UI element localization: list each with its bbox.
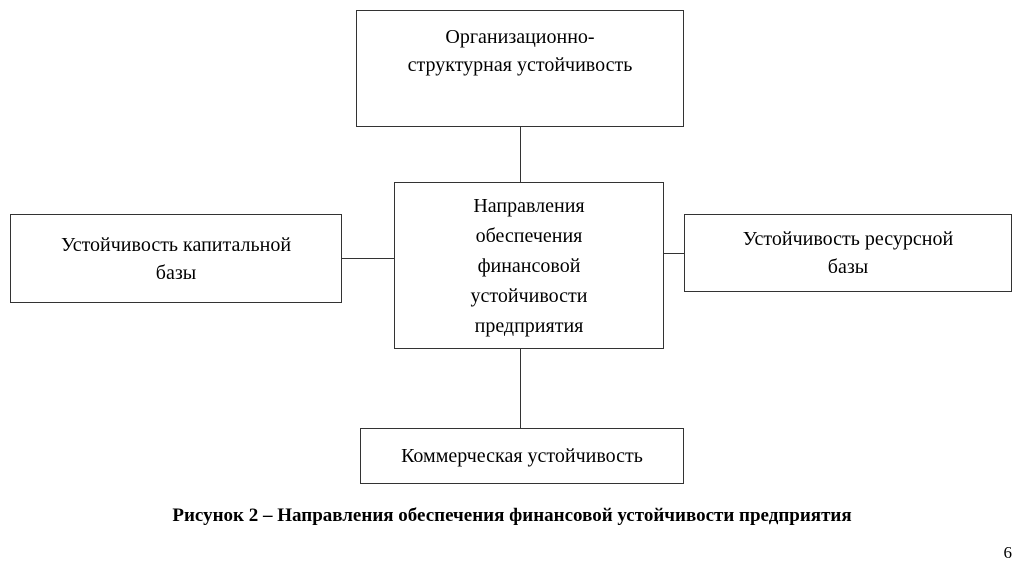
connector-left-to-center	[342, 258, 394, 259]
figure-caption: Рисунок 2 – Направления обеспечения фина…	[172, 505, 852, 526]
connector-center-to-right	[664, 253, 684, 254]
node-label: Устойчивость ресурсной базы	[742, 228, 954, 278]
connector-center-to-bottom	[520, 349, 521, 428]
node-commercial-stability: Коммерческая устойчивость	[360, 428, 684, 484]
node-capital-base-stability: Устойчивость капитальной базы	[10, 214, 342, 303]
node-label: Устойчивость капитальной базы	[60, 233, 292, 284]
node-organizational-structural-stability: Организационно- структурная устойчивость	[356, 10, 684, 127]
node-label: Организационно- структурная устойчивость	[407, 26, 633, 76]
node-directions-financial-stability: Направления обеспечения финансовой устой…	[394, 182, 664, 349]
page-number: 6	[1003, 543, 1013, 562]
node-label: Коммерческая устойчивость	[401, 445, 643, 467]
node-label: Направления обеспечения финансовой устой…	[470, 194, 588, 337]
connector-top-to-center	[520, 127, 521, 182]
node-resource-base-stability: Устойчивость ресурсной базы	[684, 214, 1012, 292]
